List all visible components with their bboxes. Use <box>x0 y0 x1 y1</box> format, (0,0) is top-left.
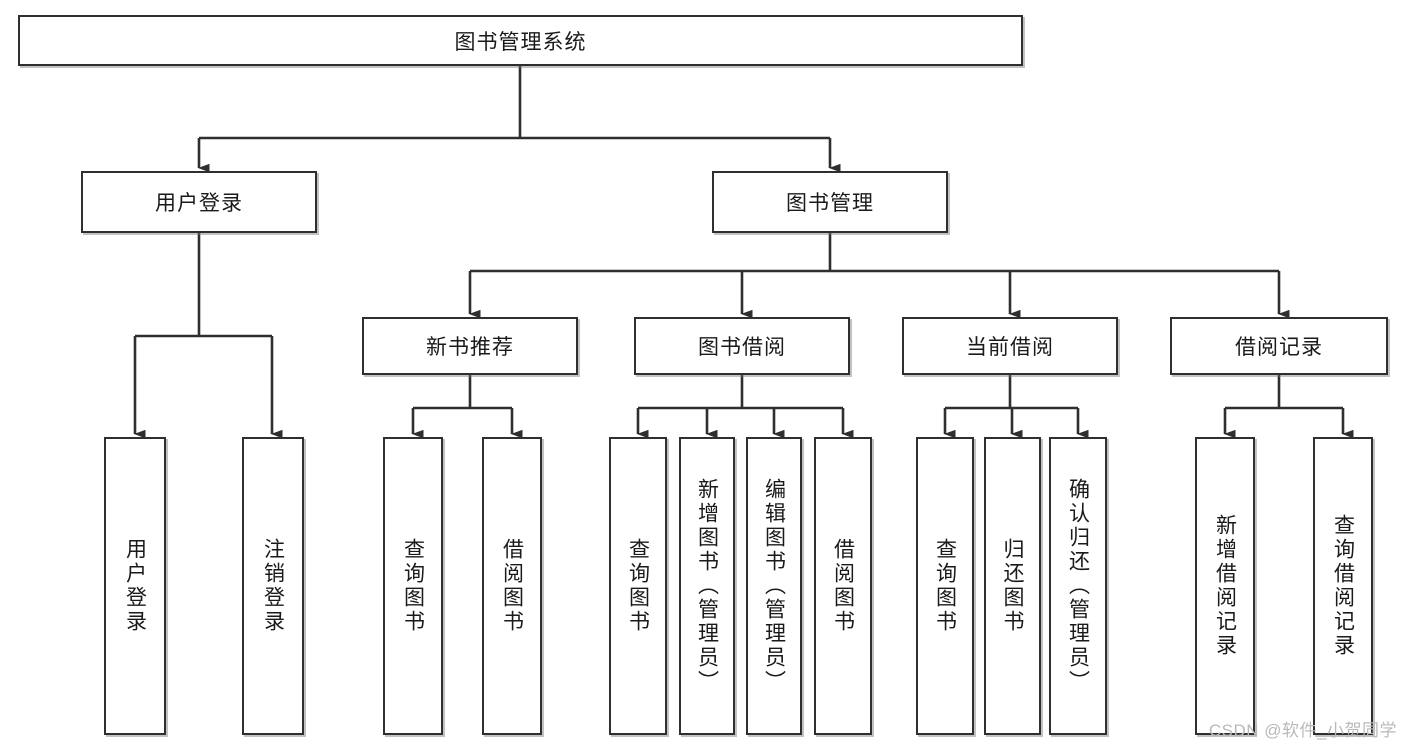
node-book-manage[interactable]: 图书管理 <box>712 171 948 233</box>
node-leaf-user-logout-label: 注销登录 <box>261 538 285 634</box>
node-user-login[interactable]: 用户登录 <box>81 171 317 233</box>
node-leaf-borrow-book-1-label: 借阅图书 <box>500 538 524 634</box>
node-borrow-record[interactable]: 借阅记录 <box>1170 317 1388 375</box>
node-leaf-borrow-book-2[interactable]: 借阅图书 <box>814 437 872 735</box>
node-leaf-query-record[interactable]: 查询借阅记录 <box>1313 437 1373 735</box>
node-leaf-query-book-3[interactable]: 查询图书 <box>916 437 974 735</box>
node-leaf-query-book-3-label: 查询图书 <box>933 538 957 634</box>
node-new-book-recommend[interactable]: 新书推荐 <box>362 317 578 375</box>
node-borrow-record-label: 借阅记录 <box>1235 336 1323 359</box>
node-leaf-edit-book-label: 编辑图书（管理员） <box>762 478 786 694</box>
node-root-label: 图书管理系统 <box>454 30 587 54</box>
node-leaf-return-book-label: 归还图书 <box>1001 538 1024 634</box>
node-leaf-add-book-label: 新增图书（管理员） <box>695 478 719 694</box>
node-leaf-confirm-return-label: 确认归还（管理员） <box>1066 478 1090 694</box>
node-book-manage-label: 图书管理 <box>786 192 874 215</box>
node-leaf-user-login[interactable]: 用户登录 <box>104 437 166 735</box>
node-current-borrow[interactable]: 当前借阅 <box>902 317 1118 375</box>
node-leaf-user-login-label: 用户登录 <box>123 538 147 634</box>
node-leaf-query-book-2-label: 查询图书 <box>626 538 650 634</box>
node-new-book-recommend-label: 新书推荐 <box>426 336 514 359</box>
node-leaf-return-book[interactable]: 归还图书 <box>984 437 1041 735</box>
watermark-text: CSDN @软件_小贺同学 <box>1208 721 1397 740</box>
node-leaf-borrow-book-2-label: 借阅图书 <box>831 538 855 634</box>
node-current-borrow-label: 当前借阅 <box>966 336 1054 359</box>
node-leaf-query-book-1-label: 查询图书 <box>401 538 425 634</box>
node-leaf-confirm-return[interactable]: 确认归还（管理员） <box>1049 437 1107 735</box>
node-leaf-add-record-label: 新增借阅记录 <box>1213 514 1237 658</box>
node-root[interactable]: 图书管理系统 <box>18 15 1023 66</box>
node-book-borrow[interactable]: 图书借阅 <box>634 317 850 375</box>
node-leaf-query-book-1[interactable]: 查询图书 <box>383 437 443 735</box>
node-book-borrow-label: 图书借阅 <box>698 336 786 359</box>
node-leaf-query-record-label: 查询借阅记录 <box>1331 514 1355 658</box>
node-leaf-add-record[interactable]: 新增借阅记录 <box>1195 437 1255 735</box>
node-user-login-label: 用户登录 <box>155 192 243 215</box>
node-leaf-query-book-2[interactable]: 查询图书 <box>609 437 667 735</box>
node-leaf-add-book[interactable]: 新增图书（管理员） <box>679 437 735 735</box>
node-leaf-user-logout[interactable]: 注销登录 <box>242 437 304 735</box>
node-leaf-borrow-book-1[interactable]: 借阅图书 <box>482 437 542 735</box>
node-leaf-edit-book[interactable]: 编辑图书（管理员） <box>746 437 802 735</box>
